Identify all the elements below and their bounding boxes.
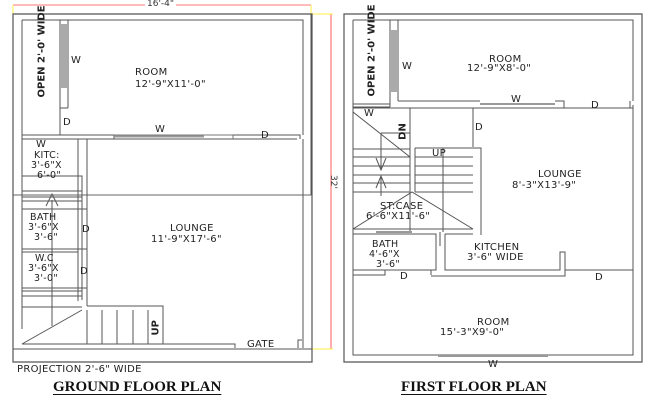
gf-stair-up-label: UP [150, 320, 162, 336]
ff-open-strip-label: OPEN 2'-0' WIDE [366, 4, 378, 97]
gf-door-mark: D [261, 130, 270, 141]
ff-room-top-size: 12'-9"X8'-0" [467, 63, 532, 74]
ff-stair-down-label: DN [397, 123, 409, 140]
gf-door-mark: D [63, 117, 72, 128]
gf-bath-size-1: 3'-6"X [28, 222, 59, 233]
ff-lounge-size: 8'-3"X13'-9" [512, 180, 577, 191]
gf-bath-size-2: 3'-6" [34, 232, 58, 243]
gf-gate-label: GATE [247, 339, 275, 350]
ff-door-mark: D [595, 272, 604, 283]
gf-lounge-size: 11'-9"X17'-6" [151, 234, 222, 245]
ff-window-mark: W [402, 61, 413, 72]
gf-wc-door-mark: D [80, 266, 89, 277]
gf-kitchen-size-2: 6'-0" [37, 170, 61, 181]
ff-bath-size-1: 4'-6"X [369, 249, 400, 260]
gf-wc-name: W.C [35, 253, 54, 264]
gf-title: GROUND FLOOR PLAN [53, 379, 222, 395]
gf-open-strip-label: OPEN 2'-0' WIDE [36, 5, 48, 98]
gf-window-mark: W [155, 124, 166, 135]
gf-kitchen-name: KITC: [34, 150, 60, 161]
ff-kitchen-size: 3'-6" WIDE [467, 252, 524, 263]
ff-room-bottom-name: ROOM [477, 317, 510, 328]
ff-title: FIRST FLOOR PLAN [401, 379, 547, 395]
ff-window-mark: W [511, 94, 522, 105]
ff-door-mark: D [475, 122, 484, 133]
gf-room-size: 12'-9"X11'-0" [135, 79, 206, 90]
ff-staircase-name: ST:CASE [380, 201, 424, 212]
gf-room-name: ROOM [135, 67, 168, 78]
gf-window-mark: W [36, 139, 47, 150]
ff-window-mark: W [488, 359, 499, 370]
ff-lounge-name: LOUNGE [538, 169, 582, 180]
gf-projection-label: PROJECTION 2'-6" WIDE [17, 364, 142, 375]
ff-bath-door-mark: D [400, 271, 409, 282]
ff-stair-up-label: UP [432, 148, 446, 159]
ff-room-top-name: ROOM [489, 54, 522, 65]
overall-depth-dimension: 32' [327, 175, 338, 189]
gf-bath-name: BATH [30, 212, 57, 223]
ff-bath-name: BATH [372, 239, 399, 250]
gf-bath-door-mark: D [82, 224, 91, 235]
ff-window-mark: W [364, 108, 375, 119]
ff-bath-size-2: 3'-6" [376, 259, 400, 270]
ff-staircase-size: 6'-6"X11'-6" [366, 211, 431, 222]
dimension-lines [12, 4, 333, 350]
ff-kitchen-name: KITCHEN [474, 242, 520, 253]
ground-floor-walls [12, 13, 313, 363]
ff-room-bottom-size: 15'-3"X9'-0" [440, 327, 505, 338]
gf-kitchen-size-1: 3'-6"X [31, 160, 62, 171]
gf-wc-size-1: 3'-6"X [28, 263, 59, 274]
overall-width-dimension: 16'-4" [145, 0, 177, 9]
first-floor-walls [343, 13, 643, 363]
gf-lounge-name: LOUNGE [170, 223, 214, 234]
ff-door-mark: D [591, 100, 600, 111]
gf-wc-size-2: 3'-0" [34, 273, 58, 284]
gf-window-mark: W [71, 55, 82, 66]
